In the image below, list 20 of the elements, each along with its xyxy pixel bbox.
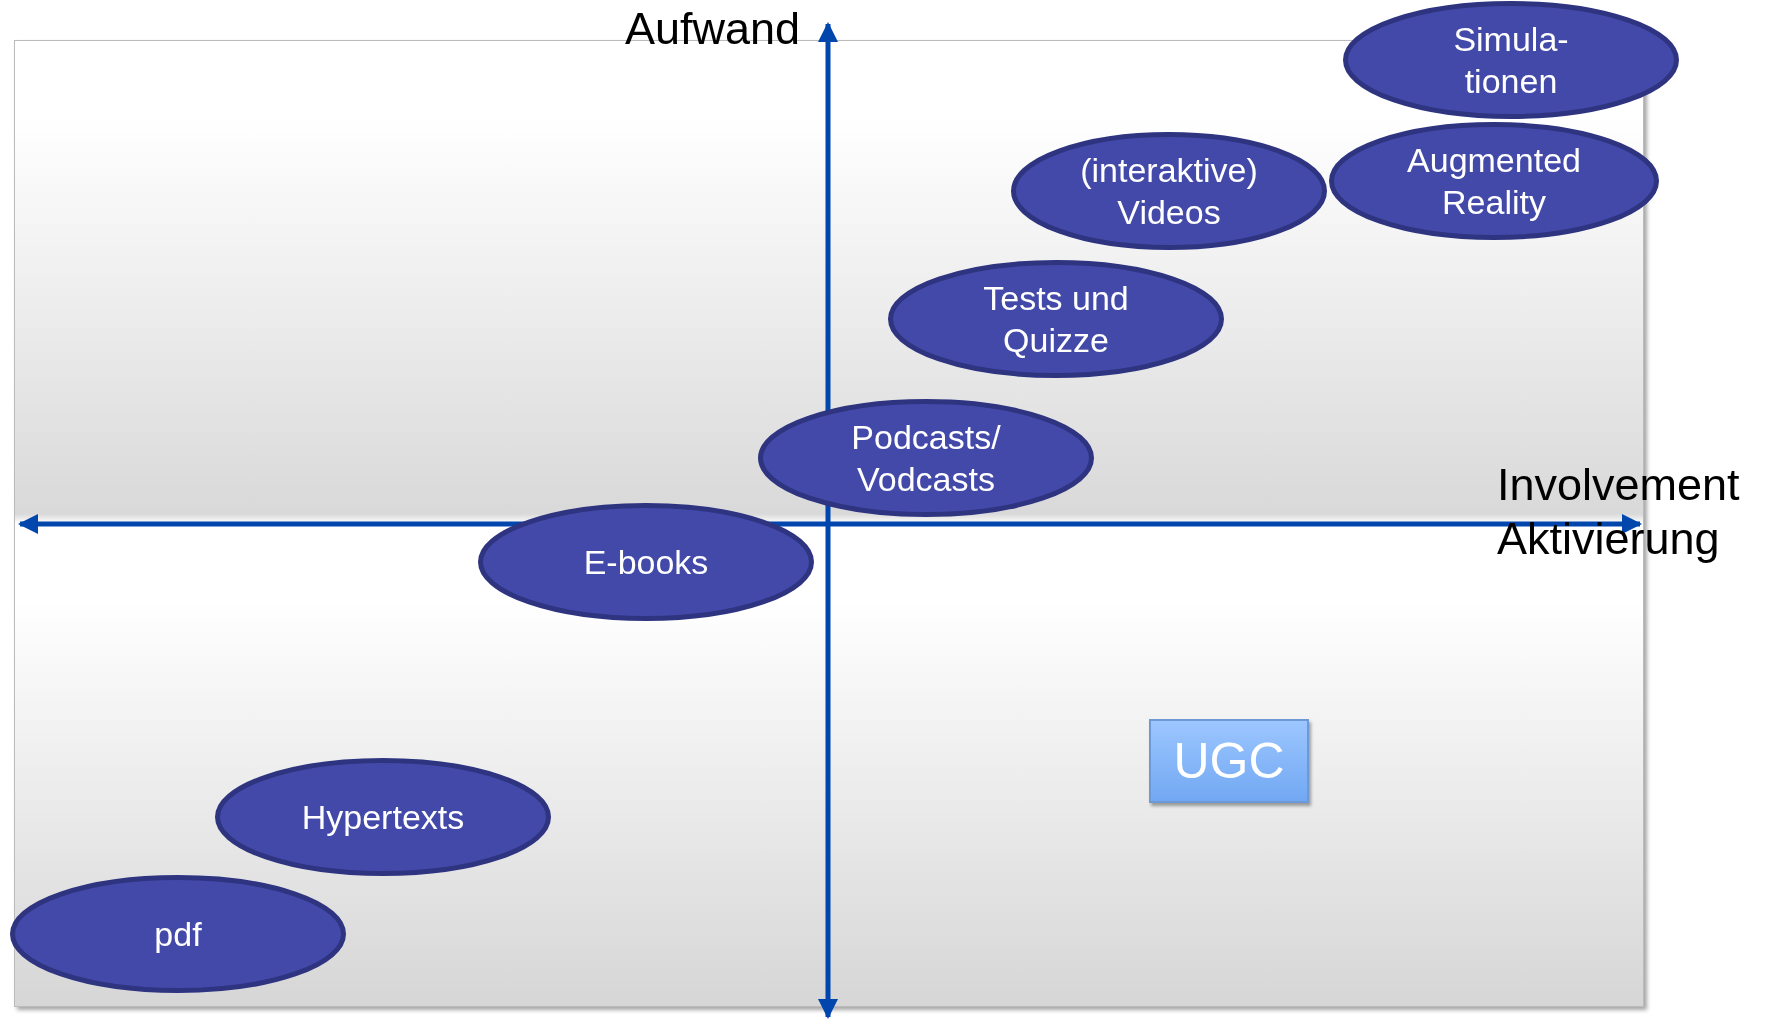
category-label: Simula- tionen xyxy=(1452,19,1570,102)
category-label: E-books xyxy=(582,542,710,583)
category-ellipse xyxy=(478,503,814,621)
category-label: Podcasts/ Vodcasts xyxy=(850,417,1002,500)
axis-label: Aufwand xyxy=(625,2,801,56)
category-label: Tests und Quizze xyxy=(982,278,1130,361)
category-ellipse xyxy=(888,260,1224,378)
category-label: Augmented Reality xyxy=(1406,140,1582,223)
category-ellipse xyxy=(1329,122,1659,240)
category-label: (interaktive) Videos xyxy=(1079,150,1259,233)
category-ellipse xyxy=(10,875,346,993)
category-label: Hypertexts xyxy=(300,797,466,838)
category-ellipse xyxy=(215,758,551,876)
axis-label: Involvement Aktivierung xyxy=(1497,458,1741,566)
category-ellipse xyxy=(1343,1,1679,119)
category-label: pdf xyxy=(153,914,203,955)
category-label: UGC xyxy=(1173,732,1285,790)
category-ellipse xyxy=(758,399,1094,517)
category-ellipse xyxy=(1011,132,1327,250)
category-box xyxy=(1149,719,1309,803)
